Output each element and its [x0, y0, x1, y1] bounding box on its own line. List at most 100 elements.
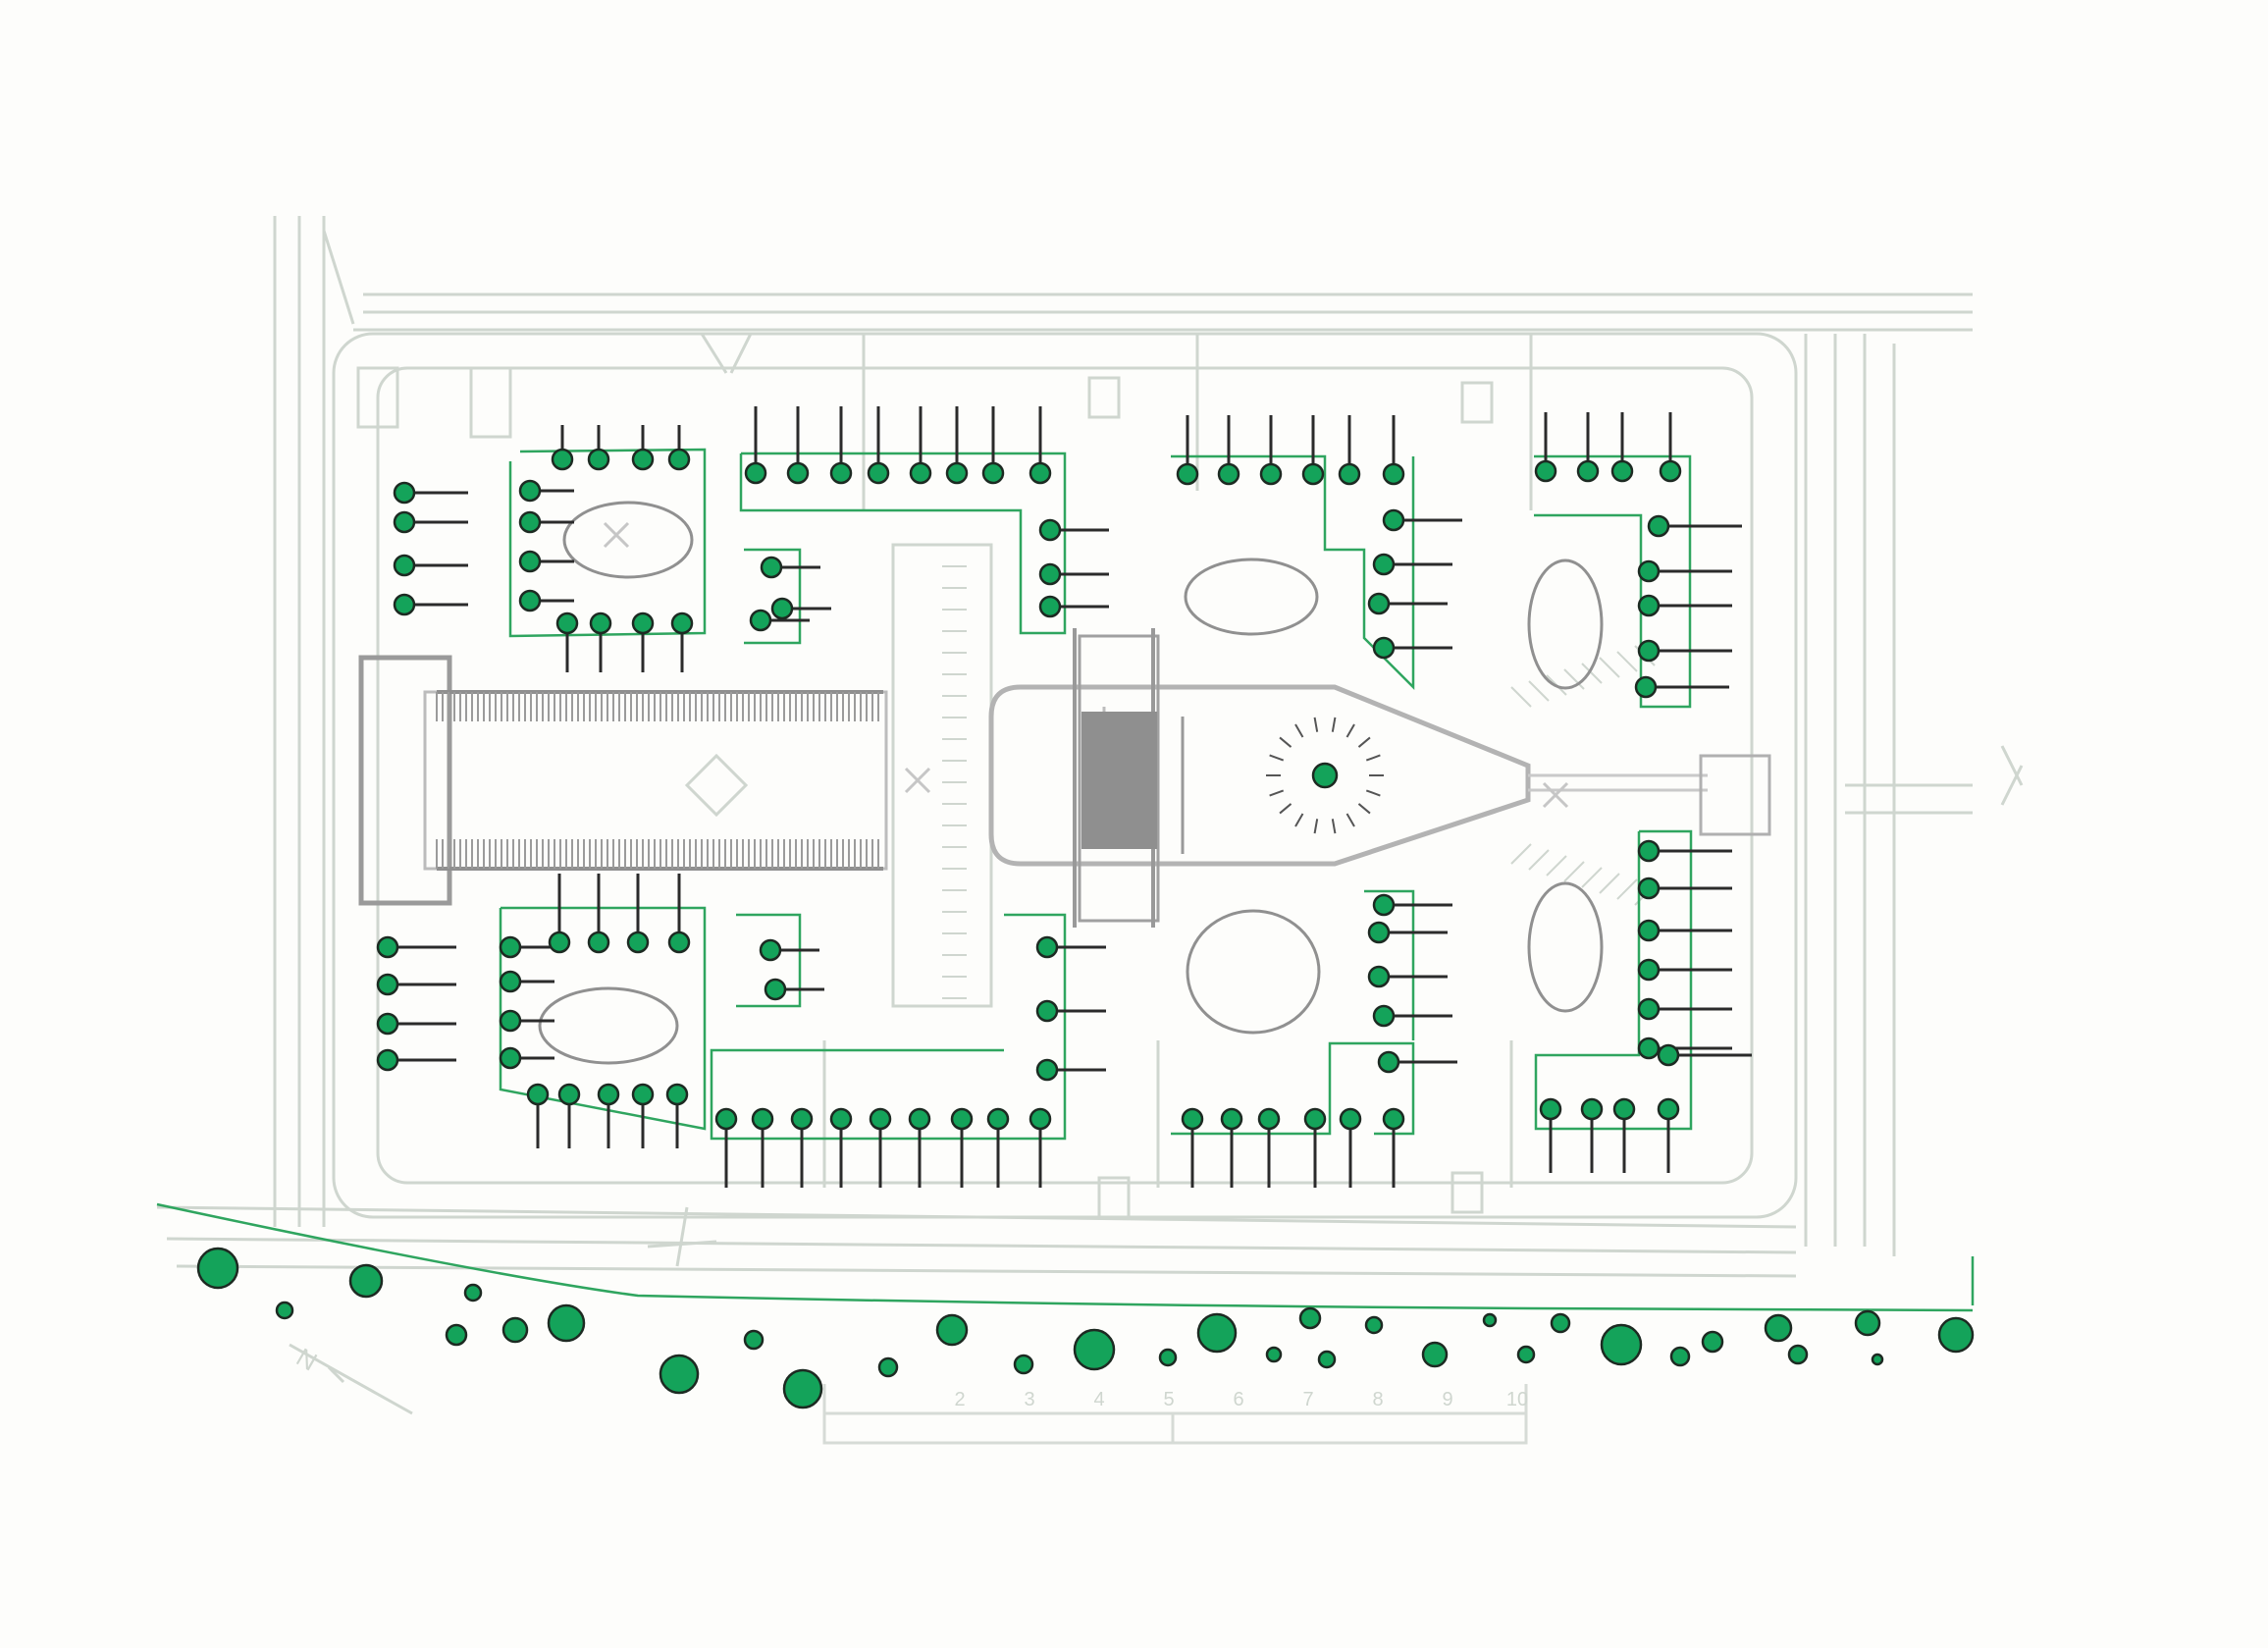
tree-canopy	[631, 448, 655, 471]
tree-canopy	[518, 550, 542, 573]
tree-canopy	[557, 1083, 581, 1106]
tree-canopy	[547, 1303, 586, 1343]
hatch-mark	[1510, 686, 1532, 708]
cross-mark	[1542, 781, 1569, 809]
tree-canopy	[376, 1048, 399, 1072]
tree-canopy	[950, 1107, 974, 1131]
tree-canopy	[786, 461, 810, 485]
tree-canopy	[670, 611, 694, 635]
scale-bar	[822, 1384, 1528, 1445]
tree-canopy	[1364, 1315, 1384, 1335]
tree-canopy	[760, 556, 783, 579]
tree-canopy	[908, 1107, 931, 1131]
tree-canopy	[393, 593, 416, 616]
lawn-ovals	[538, 501, 1604, 1065]
tree-canopy	[1669, 1346, 1691, 1367]
tree-canopy	[518, 589, 542, 612]
fountain-ray	[1345, 723, 1355, 738]
tree-canopy	[1013, 1354, 1034, 1375]
tree-canopy	[551, 448, 574, 471]
tree-canopy	[1303, 1107, 1327, 1131]
tree-canopy	[945, 461, 969, 485]
tree-canopy	[759, 938, 782, 962]
fountain-ray	[1365, 754, 1381, 762]
fountain-ray	[1294, 813, 1304, 827]
tree-canopy	[499, 1009, 522, 1033]
tree-canopy	[518, 479, 542, 503]
tree-canopy	[548, 930, 571, 954]
fountain-ray	[1269, 789, 1285, 797]
tree-canopy	[1382, 1107, 1405, 1131]
fountain-ray	[1313, 717, 1319, 732]
tree-canopy	[751, 1107, 774, 1131]
tree-stems	[388, 406, 1752, 1188]
tree-canopy	[659, 1354, 700, 1395]
tree-canopy	[393, 481, 416, 505]
hatch-mark	[1599, 657, 1620, 678]
tree-canopy	[1035, 935, 1059, 959]
tree-canopy	[1657, 1097, 1680, 1121]
fountain-ray	[1331, 819, 1337, 834]
fountain-ray	[1294, 723, 1304, 738]
tree-canopy	[1265, 1346, 1283, 1363]
fountain-ray	[1269, 754, 1285, 762]
tree-canopy	[1220, 1107, 1243, 1131]
tree-canopy	[1035, 1058, 1059, 1082]
hatch-mark	[1510, 843, 1532, 865]
tree-canopy	[526, 1083, 550, 1106]
tree-canopy	[1372, 893, 1396, 917]
tree-canopy	[499, 935, 522, 959]
hatch-mark	[1528, 680, 1550, 702]
tree-canopy	[499, 970, 522, 993]
hatch-mark	[1546, 855, 1567, 877]
tree-canopy	[376, 1012, 399, 1036]
hatch-mark	[1563, 861, 1585, 882]
tree-canopy	[1372, 1004, 1396, 1028]
tree-canopy	[867, 461, 890, 485]
tree-canopy	[1637, 594, 1661, 617]
fountain-ray	[1279, 803, 1292, 815]
tree-canopy	[1377, 1050, 1400, 1074]
tree-canopy	[1038, 595, 1062, 618]
tree-canopy	[1637, 559, 1661, 583]
tree-canopy	[935, 1313, 969, 1347]
tree-canopy	[764, 978, 787, 1001]
scale-label: 3	[1024, 1389, 1034, 1410]
tree-canopy	[1196, 1312, 1238, 1354]
tree-canopy	[790, 1107, 814, 1131]
tree-canopy	[1382, 508, 1405, 532]
fountain-ray	[1357, 803, 1371, 815]
fountain-ray	[1331, 717, 1337, 732]
scale-label: 2	[954, 1389, 965, 1410]
tree-canopy	[782, 1368, 823, 1409]
tree-canopy	[1871, 1353, 1884, 1366]
tree-canopy	[376, 935, 399, 959]
tree-canopy	[348, 1263, 384, 1299]
tree-canopy	[1181, 1107, 1204, 1131]
tree-canopy	[1600, 1323, 1643, 1366]
hatch-mark	[1599, 873, 1620, 894]
tree-canopy	[376, 973, 399, 996]
tree-canopy	[1580, 1097, 1604, 1121]
tree-canopy	[869, 1107, 892, 1131]
tree-canopy	[667, 930, 691, 954]
dark-building-block	[1081, 712, 1157, 849]
fountain-ray	[1357, 736, 1371, 748]
tree-canopy	[743, 1329, 765, 1351]
central-promenade	[358, 628, 1771, 928]
tree-canopy	[196, 1247, 239, 1290]
tree-canopy	[1421, 1341, 1449, 1368]
tree-canopy	[587, 448, 610, 471]
tree-canopy	[1659, 459, 1682, 483]
tree-canopy	[1382, 462, 1405, 486]
tree-canopy	[986, 1107, 1010, 1131]
planting-bed-outlines	[156, 448, 1975, 1312]
tree-canopy	[1339, 1107, 1362, 1131]
tree-canopy	[445, 1323, 468, 1347]
tree-canopy	[1610, 459, 1634, 483]
tree-canopy	[499, 1046, 522, 1070]
tree-canopy	[1637, 997, 1661, 1021]
tree-canopy	[555, 611, 579, 635]
tree-canopy	[1516, 1345, 1536, 1364]
